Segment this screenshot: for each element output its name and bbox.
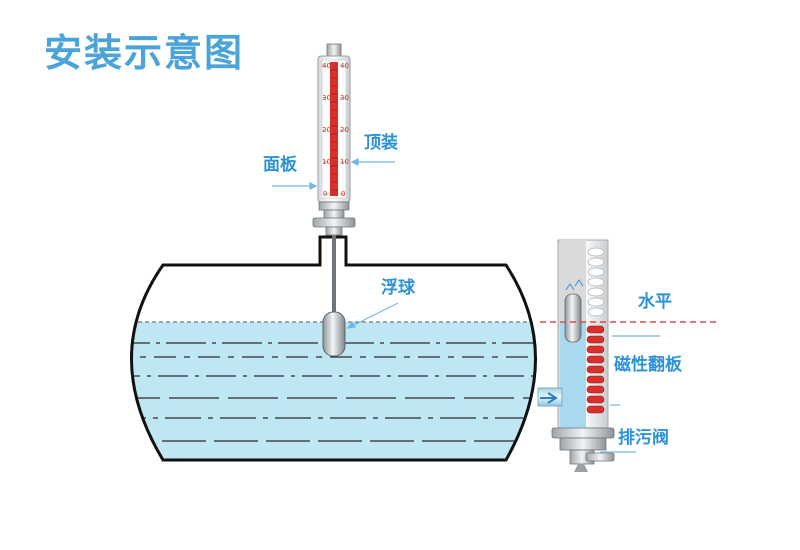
label-float-ball: 浮球 — [381, 277, 416, 298]
scale-tick-20-right: 20 — [340, 126, 349, 134]
label-top-mount: 顶装 — [364, 132, 398, 153]
scale-tick-30-right: 30 — [340, 94, 349, 102]
label-level: 水平 — [638, 291, 672, 312]
scale-tick-0-right: 0 — [341, 190, 345, 198]
label-drain-valve: 排污阀 — [618, 427, 669, 448]
scale-tick-30-left: 30 — [322, 94, 331, 102]
float-ball — [322, 311, 346, 357]
scale-tick-40-right: 40 — [340, 62, 349, 70]
label-panel: 面板 — [263, 154, 298, 175]
scale-tick-20-left: 20 — [322, 126, 331, 134]
side-flap-gauge — [537, 239, 615, 472]
label-magnetic-flap: 磁性翻板 — [614, 354, 683, 375]
scale-tick-10-left: 10 — [322, 158, 331, 166]
scale-tick-0-left: 0 — [323, 190, 327, 198]
scale-tick-40-left: 40 — [322, 62, 331, 70]
tank-outline — [130, 235, 537, 462]
page-title: 安装示意图 — [44, 31, 245, 75]
scale-tick-10-right: 10 — [340, 158, 349, 166]
top-mount-gauge: 40 40 30 30 20 20 10 10 0 0 — [312, 43, 356, 357]
callouts — [272, 158, 660, 453]
